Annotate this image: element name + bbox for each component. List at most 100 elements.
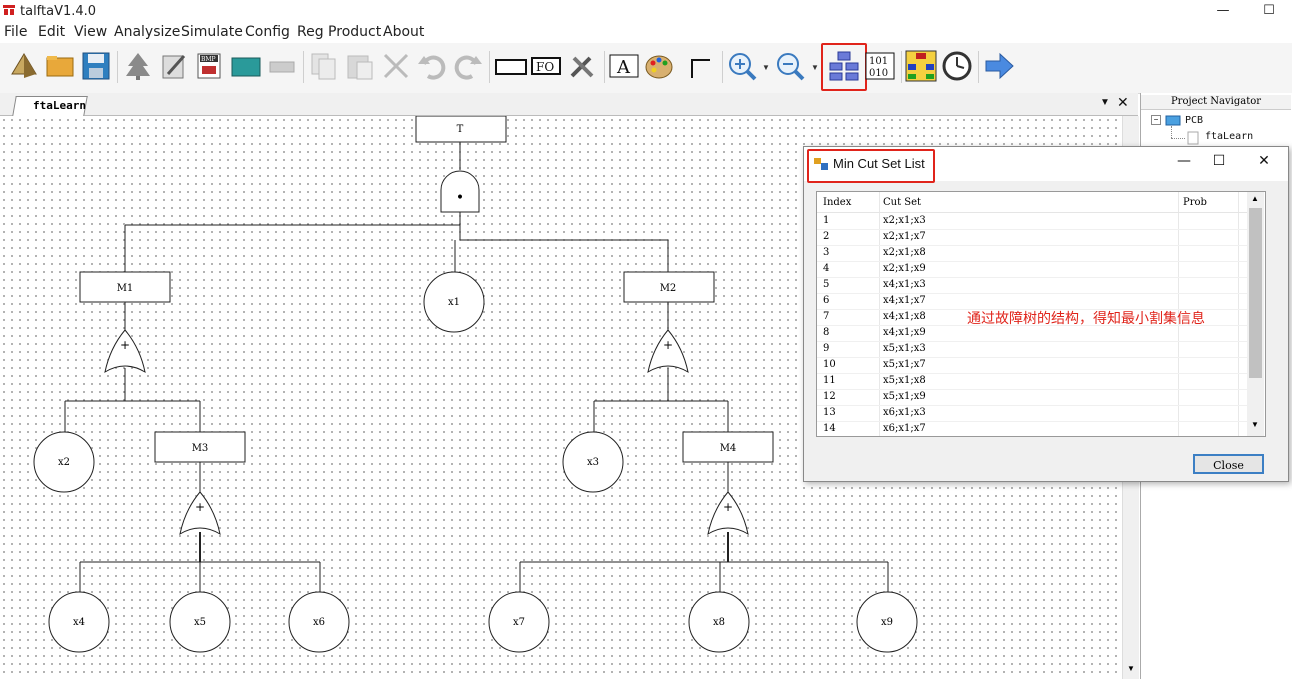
scroll-thumb[interactable] [1249, 208, 1262, 378]
tree-icon[interactable] [122, 49, 154, 83]
book-icon[interactable] [230, 49, 262, 83]
and-gate[interactable]: • [440, 170, 480, 213]
or-gate-m1[interactable]: + [104, 329, 146, 374]
basic-event-x9[interactable]: x9 [856, 591, 918, 653]
row-index: 7 [823, 311, 830, 322]
event-M3[interactable]: M3 [154, 431, 246, 463]
menu-reg-product[interactable]: Reg Product [297, 24, 382, 40]
palette-icon[interactable] [644, 49, 676, 83]
row-cut-set: x2;x1;x3 [883, 215, 926, 226]
toolbar-separator [901, 51, 902, 83]
open-folder-icon[interactable] [44, 49, 76, 83]
basic-event-x2[interactable]: x2 [33, 431, 95, 493]
event-M4[interactable]: M4 [682, 431, 774, 463]
zoom-in-dropdown[interactable]: ▼ [762, 63, 770, 72]
svg-text:x1: x1 [448, 297, 460, 308]
collapse-toggle-icon[interactable]: − [1151, 115, 1161, 125]
dialog-minimize-button[interactable]: — [1177, 153, 1191, 169]
svg-text:x7: x7 [513, 617, 525, 628]
row-cut-set: x4;x1;x7 [883, 295, 926, 306]
delete-icon[interactable] [380, 49, 412, 83]
or-gate-m2[interactable]: + [647, 329, 689, 374]
column-header-prob[interactable]: Prob [1183, 197, 1207, 208]
connector-icon[interactable] [686, 49, 718, 83]
event-M1[interactable]: M1 [79, 271, 171, 303]
row-index: 3 [823, 247, 830, 258]
table-row[interactable]: 1 x2;x1;x3 [817, 213, 1247, 230]
basic-event-x4[interactable]: x4 [48, 591, 110, 653]
close-button[interactable]: Close [1193, 454, 1264, 474]
save-icon[interactable] [80, 49, 112, 83]
or-gate-m4[interactable]: + [707, 491, 749, 536]
copy-icon[interactable] [308, 49, 340, 83]
paste-icon[interactable] [344, 49, 376, 83]
menu-config[interactable]: Config [245, 24, 290, 40]
top-event-T[interactable]: T [415, 116, 507, 143]
event-M2[interactable]: M2 [623, 271, 715, 303]
scroll-down-icon[interactable]: ▼ [1251, 420, 1259, 429]
column-header-cut-set[interactable]: Cut Set [883, 197, 922, 208]
open-project-icon[interactable] [8, 49, 40, 83]
scroll-up-icon[interactable]: ▲ [1251, 194, 1259, 203]
close-tab-icon[interactable]: ✕ [1117, 94, 1129, 110]
column-header-index[interactable]: Index [823, 197, 852, 208]
basic-event-x1[interactable]: x1 [423, 271, 485, 333]
basic-event-x7[interactable]: x7 [488, 591, 550, 653]
tools-icon[interactable] [566, 49, 598, 83]
minimize-button[interactable]: — [1216, 3, 1230, 18]
tab-list-dropdown[interactable]: ▼ [1100, 97, 1110, 108]
text-a-icon[interactable]: A [608, 49, 640, 83]
menu-file[interactable]: File [4, 24, 28, 40]
or-gate-m3[interactable]: + [179, 491, 221, 536]
menu-simulate[interactable]: Simulate [181, 24, 243, 40]
row-index: 1 [823, 215, 830, 226]
zoom-in-icon[interactable] [726, 49, 758, 83]
tree-item-ftalearn[interactable]: ftaLearn [1205, 131, 1254, 142]
redo-icon[interactable] [452, 49, 484, 83]
disabled-tool-icon[interactable] [266, 49, 298, 83]
bmp-export-icon[interactable]: BMP [194, 49, 226, 83]
scroll-down-icon[interactable]: ▼ [1127, 664, 1135, 673]
svg-text:M3: M3 [192, 443, 209, 454]
basic-event-x8[interactable]: x8 [688, 591, 750, 653]
tree-root-pcb[interactable]: PCB [1185, 115, 1204, 126]
undo-icon[interactable] [416, 49, 448, 83]
clock-icon[interactable] [941, 49, 973, 83]
maximize-button[interactable]: ☐ [1263, 3, 1275, 18]
edit-doc-icon[interactable] [158, 49, 190, 83]
basic-event-x6[interactable]: x6 [288, 591, 350, 653]
tab-ftalearn[interactable]: ftaLearn [12, 96, 88, 116]
dialog-close-icon[interactable]: ✕ [1258, 153, 1270, 169]
menu-view[interactable]: View [74, 24, 108, 40]
menu-analysize[interactable]: Analysize [114, 24, 181, 40]
analysis-grid-icon[interactable] [905, 49, 937, 83]
rectangle-event-icon[interactable] [494, 49, 528, 83]
basic-event-x5[interactable]: x5 [169, 591, 231, 653]
fo-icon[interactable]: FO [530, 49, 562, 83]
basic-event-x3[interactable]: x3 [562, 431, 624, 493]
min-cut-set-icon[interactable] [828, 49, 860, 83]
row-cut-set: x4;x1;x9 [883, 327, 926, 338]
next-arrow-icon[interactable] [983, 49, 1015, 83]
zoom-out-icon[interactable] [774, 49, 806, 83]
menu-edit[interactable]: Edit [38, 24, 66, 40]
list-vertical-scrollbar[interactable]: ▲ ▼ [1247, 192, 1264, 436]
zoom-out-dropdown[interactable]: ▼ [811, 63, 819, 72]
menu-about[interactable]: About [383, 24, 425, 40]
dialog-maximize-button[interactable]: ☐ [1212, 153, 1226, 169]
